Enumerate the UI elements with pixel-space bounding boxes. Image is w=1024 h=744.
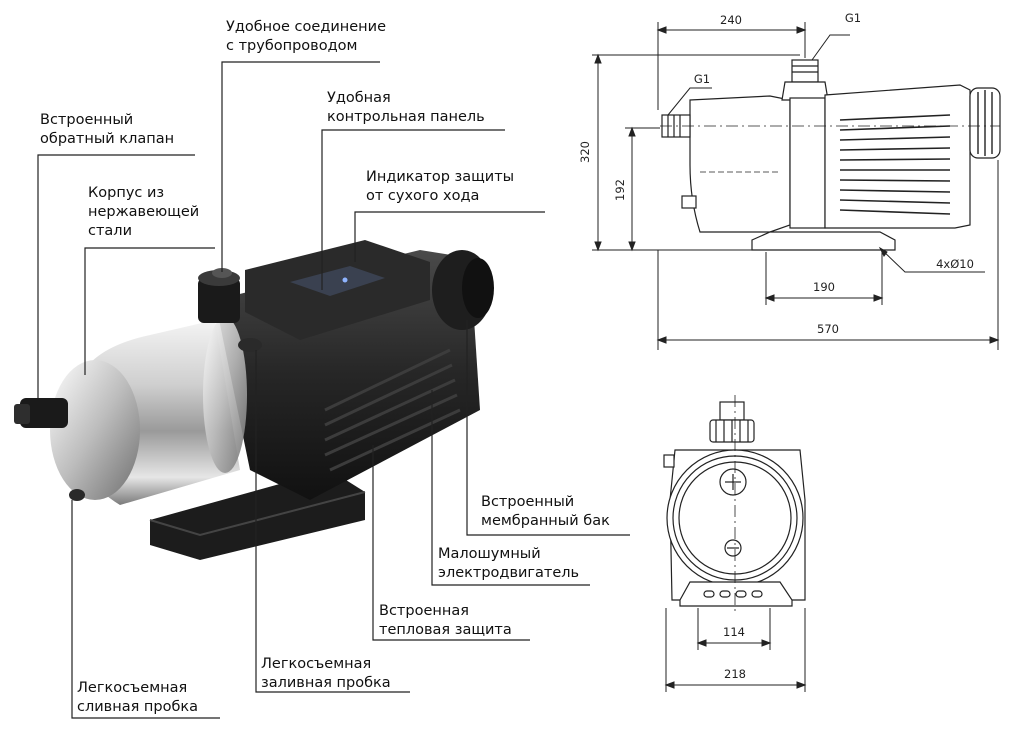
dim-190: 190 (813, 280, 835, 294)
label-membrane-tank: Встроенный мембранный бак (481, 494, 610, 529)
front-view-dimensions (664, 608, 807, 692)
label-thermal-protection: Встроенная тепловая защита (379, 603, 512, 638)
front-view-drawing (663, 395, 806, 615)
label-drain-plug: Легкосъемная сливная пробка (77, 680, 199, 715)
dim-holes: 4xØ10 (936, 257, 974, 271)
dim-192: 192 (613, 179, 627, 201)
label-check-valve: Встроенный обратный клапан (40, 112, 175, 147)
label-fill-plug: Легкосъемная заливная пробка (261, 656, 391, 691)
dim-114: 114 (723, 625, 745, 639)
label-pipe-connection: Удобное соединение с трубопроводом (226, 19, 386, 54)
label-control-panel: Удобная контрольная панель (327, 90, 485, 125)
dim-570: 570 (817, 322, 839, 336)
dim-g1-side: G1 (694, 72, 710, 86)
side-view-drawing (660, 59, 1001, 251)
pump-illustration (14, 240, 494, 560)
label-dry-run-indicator: Индикатор защиты от сухого хода (366, 169, 515, 204)
dim-g1-top: G1 (845, 11, 861, 25)
leader-lines (37, 61, 630, 719)
dim-320: 320 (578, 141, 592, 163)
dim-240: 240 (720, 13, 742, 27)
label-quiet-motor: Малошумный электродвигатель (438, 546, 580, 581)
dim-218: 218 (724, 667, 746, 681)
side-view-dimensions (592, 22, 1000, 350)
label-stainless-body: Корпус из нержавеющей стали (88, 185, 200, 239)
dimension-texts: 240 G1 G1 320 192 4xØ10 190 570 114 218 (578, 11, 974, 681)
